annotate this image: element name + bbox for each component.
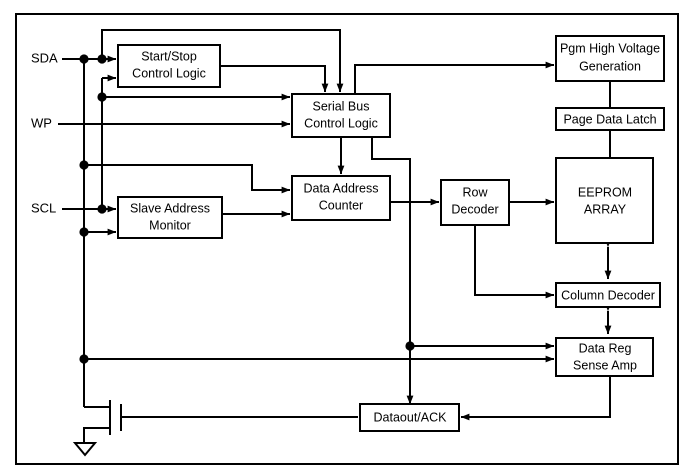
junction-sda-startstop-dot (97, 54, 107, 64)
slave-address-monitor-label-line1: Slave Address (130, 201, 210, 215)
block-data-address-counter[interactable]: Data Address Counter (291, 175, 391, 221)
start-stop-control-logic-box[interactable] (117, 44, 221, 88)
block-eeprom-array[interactable]: EEPROM ARRAY (555, 157, 654, 244)
block-column-decoder[interactable]: Column Decoder (555, 282, 661, 308)
junction-scl-serialbus-dot (97, 92, 107, 102)
data-reg-sense-amp-box[interactable] (555, 337, 654, 377)
column-decoder-box[interactable] (555, 282, 661, 308)
dataout-ack-box[interactable] (359, 403, 460, 432)
junction-scl-slave-dot (97, 204, 107, 214)
wire-transistor-source (83, 427, 110, 443)
signal-label-wp: WP (31, 115, 52, 130)
data-reg-sense-amp-label-line2: Sense Amp (573, 358, 637, 372)
serial-bus-control-logic-label-line1: Serial Bus (313, 99, 370, 113)
block-data-reg-sense-amp[interactable]: Data Reg Sense Amp (555, 337, 654, 377)
nmos-pulldown-transistor (109, 400, 122, 435)
data-reg-sense-amp-label-line1: Data Reg (579, 341, 632, 355)
junction-sda-counter-dot (79, 160, 89, 170)
eeprom-array-label-line1: EEPROM (578, 185, 632, 199)
wire-sda-to-data-address-counter (84, 164, 291, 194)
wire-sda-top-route-to-serialbus (101, 29, 344, 93)
slave-address-monitor-box[interactable] (117, 196, 223, 239)
signal-label-sda: SDA (31, 50, 58, 65)
block-dataout-ack[interactable]: Dataout/ACK (359, 403, 460, 432)
signal-labels: SDA WP SCL (31, 50, 58, 215)
signal-label-scl: SCL (31, 200, 56, 215)
junction-bus-datareg-dot (405, 341, 415, 351)
block-start-stop-control-logic[interactable]: Start/Stop Control Logic (117, 44, 221, 88)
page-data-latch-box[interactable] (555, 107, 665, 131)
block-page-data-latch[interactable]: Page Data Latch (555, 107, 665, 131)
page-data-latch-label: Page Data Latch (563, 112, 656, 126)
junction-sda-split-dot (79, 54, 89, 64)
wire-layer (58, 29, 612, 457)
row-decoder-box[interactable] (440, 179, 510, 226)
wire-serialbus-bottom-bus (371, 137, 414, 405)
start-stop-control-logic-label-line2: Control Logic (132, 66, 206, 80)
pgm-high-voltage-generation-label-line1: Pgm High Voltage (560, 41, 660, 55)
slave-address-monitor-label-line2: Monitor (149, 218, 191, 232)
dataout-ack-label: Dataout/ACK (374, 410, 448, 424)
junction-sda-datareg-dot (79, 354, 89, 364)
block-slave-address-monitor[interactable]: Slave Address Monitor (117, 196, 223, 239)
row-decoder-label-line1: Row (462, 185, 488, 199)
wire-row-decoder-to-column-decoder (474, 225, 555, 299)
ground-symbol (72, 442, 98, 457)
diagram-frame (15, 13, 679, 465)
data-address-counter-label-line1: Data Address (303, 181, 378, 195)
start-stop-control-logic-label-line1: Start/Stop (141, 49, 197, 63)
eeprom-array-box[interactable] (555, 157, 654, 244)
pgm-high-voltage-generation-box[interactable] (555, 35, 665, 82)
block-serial-bus-control-logic[interactable]: Serial Bus Control Logic (291, 93, 391, 138)
junction-sda-slave-dot (79, 227, 89, 237)
wire-data-reg-to-dataout-ack (460, 376, 611, 421)
column-decoder-label: Column Decoder (561, 288, 655, 302)
serial-bus-control-logic-box[interactable] (291, 93, 391, 138)
data-address-counter-label-line2: Counter (319, 198, 363, 212)
block-pgm-high-voltage-generation[interactable]: Pgm High Voltage Generation (555, 35, 665, 82)
block-layer: Start/Stop Control Logic Serial Bus Cont… (117, 35, 665, 432)
data-address-counter-box[interactable] (291, 175, 391, 221)
pgm-high-voltage-generation-label-line2: Generation (579, 59, 641, 73)
junction-dots (79, 54, 415, 364)
block-row-decoder[interactable]: Row Decoder (440, 179, 510, 226)
wire-startstop-to-serialbus (220, 65, 329, 93)
row-decoder-label-line2: Decoder (451, 202, 498, 216)
eeprom-array-label-line2: ARRAY (584, 202, 627, 216)
serial-bus-control-logic-label-line2: Control Logic (304, 116, 378, 130)
wire-serialbus-to-pgm-high-voltage (354, 61, 555, 94)
